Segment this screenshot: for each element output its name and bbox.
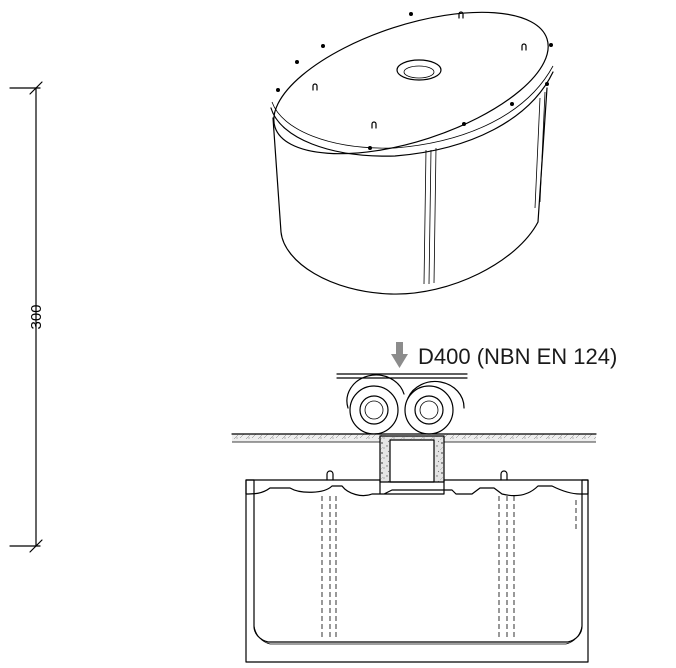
lid-edge-bolts [276,12,553,150]
tank-walls [245,479,589,663]
tank-top-slab [245,479,589,497]
vehicle-wheels-icon [336,373,468,435]
tank-body [272,87,548,295]
load-arrow-icon [391,342,408,368]
height-dimension: 300 [9,81,45,553]
internal-column-left [321,496,337,640]
lid-lifting-anchors [312,11,527,129]
tank-section-view [245,435,589,663]
internal-column-right [498,496,515,640]
load-indicator: D400 (NBN EN 124) [391,342,617,369]
height-dimension-label: 300 [28,304,45,329]
tank-seam-right [534,91,546,209]
tank-3d-view [270,11,554,295]
slab-lifting-lugs [326,470,508,481]
tank-lid [273,11,549,155]
tank-lid-edge [270,71,554,157]
load-class-label: D400 (NBN EN 124) [418,344,617,369]
tank-lid-opening [396,59,442,81]
ground-surface [231,433,597,443]
tank-seam-front [423,147,437,285]
